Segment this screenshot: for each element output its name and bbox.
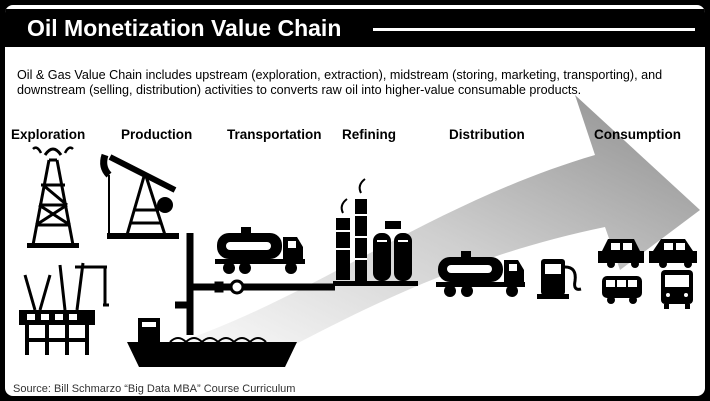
stage-transportation: Transportation: [227, 127, 322, 142]
offshore-platform-icon: [19, 262, 109, 355]
stage-refining: Refining: [342, 127, 396, 142]
van-icon: [602, 276, 642, 304]
stage-consumption: Consumption: [594, 127, 681, 142]
distribution-truck-icon: [436, 251, 525, 297]
growth-arrow: [155, 95, 700, 365]
artwork: [19, 95, 700, 367]
stage-production: Production: [121, 127, 193, 142]
infographic-panel: Oil Monetization Value Chain Oil & Gas V…: [5, 5, 705, 396]
description: Oil & Gas Value Chain includes upstream …: [17, 68, 663, 97]
title-rule: [373, 28, 695, 31]
suv-icon: [649, 239, 697, 268]
car-icon: [598, 239, 644, 268]
stage-exploration: Exploration: [11, 127, 86, 142]
tanker-ship-icon: [127, 318, 297, 367]
bus-icon: [661, 270, 693, 309]
pump-jack-icon: [100, 153, 179, 239]
pipeline-icon: [175, 233, 335, 335]
oil-derrick-icon: [27, 146, 79, 248]
refinery-icon: [336, 178, 367, 281]
fuel-pump-icon: [537, 259, 582, 299]
source-caption: Source: Bill Schmarzo “Big Data MBA” Cou…: [13, 383, 296, 395]
stage-distribution: Distribution: [449, 127, 525, 142]
storage-tanks-icon: [333, 221, 418, 286]
tanker-truck-icon: [215, 227, 305, 274]
title-bar: Oil Monetization Value Chain: [5, 9, 705, 47]
page-title: Oil Monetization Value Chain: [27, 15, 342, 41]
